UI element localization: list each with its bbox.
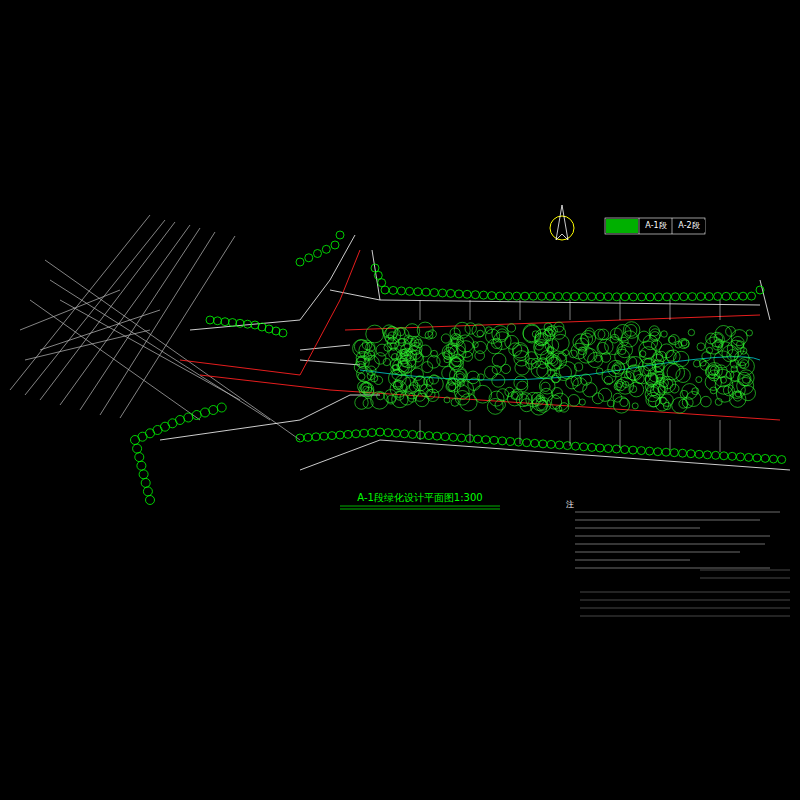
notes-lines bbox=[575, 512, 780, 568]
title-underline bbox=[340, 506, 500, 509]
drawing-title: A-1段绿化设计平面图1:300 bbox=[357, 492, 482, 504]
compass bbox=[550, 205, 574, 240]
planting-mass bbox=[353, 322, 756, 415]
legend-text: A-1段 bbox=[640, 220, 672, 232]
red-boundary bbox=[180, 250, 780, 420]
dimension-ticks bbox=[420, 300, 720, 452]
legend-swatch bbox=[606, 219, 638, 233]
road-lines bbox=[10, 215, 300, 440]
note-heading: 注 bbox=[566, 500, 574, 510]
legend-frame bbox=[605, 218, 705, 234]
street-edges bbox=[160, 235, 790, 470]
title-block bbox=[580, 570, 790, 616]
legend-text: A-2段 bbox=[673, 220, 705, 232]
tree-symbols bbox=[131, 231, 786, 505]
